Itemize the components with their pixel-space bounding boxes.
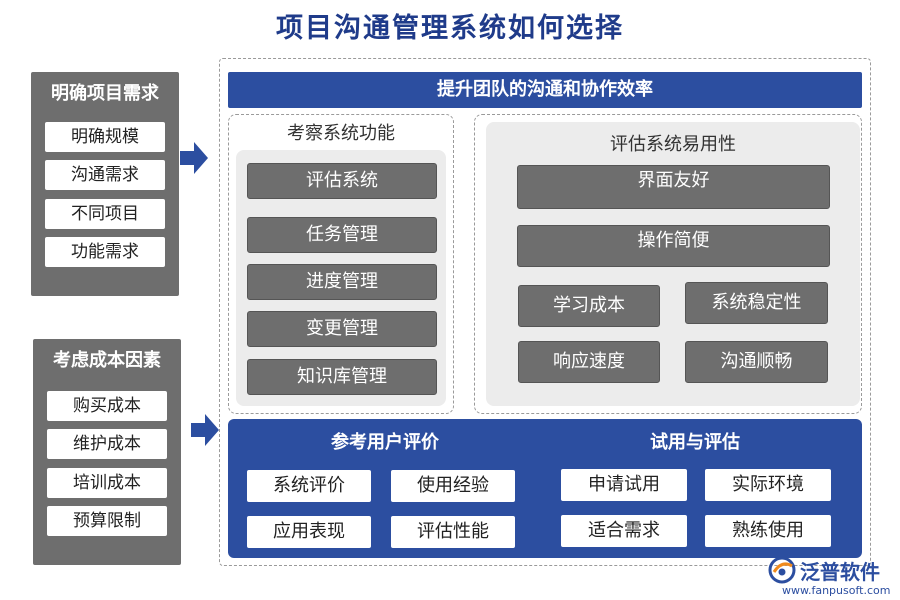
cost-factors-panel: 考虑成本因素 购买成本 维护成本 培训成本 预算限制 bbox=[33, 339, 181, 565]
trial-item: 适合需求 bbox=[561, 515, 687, 547]
logo-url: www.fanpusoft.com bbox=[782, 584, 891, 597]
arrow-right-icon bbox=[180, 142, 208, 174]
requirement-item: 不同项目 bbox=[45, 199, 165, 229]
system-functions-box bbox=[228, 114, 454, 414]
usability-item: 操作简便 bbox=[517, 225, 830, 267]
function-item: 任务管理 bbox=[247, 217, 437, 253]
function-item: 进度管理 bbox=[247, 264, 437, 300]
usability-item: 界面友好 bbox=[517, 165, 830, 209]
review-item: 系统评价 bbox=[247, 470, 371, 502]
system-functions-heading: 考察系统功能 bbox=[287, 123, 395, 144]
usability-item: 系统稳定性 bbox=[685, 282, 828, 324]
trial-item: 熟练使用 bbox=[705, 515, 831, 547]
cost-factors-heading: 考虑成本因素 bbox=[53, 350, 161, 371]
project-requirements-panel: 明确项目需求 明确规模 沟通需求 不同项目 功能需求 bbox=[31, 72, 179, 296]
trial-item: 实际环境 bbox=[705, 469, 831, 501]
requirement-item: 功能需求 bbox=[45, 237, 165, 267]
usability-item: 学习成本 bbox=[518, 285, 660, 327]
user-reviews-heading: 参考用户评价 bbox=[331, 432, 439, 453]
requirement-item: 沟通需求 bbox=[45, 160, 165, 190]
function-item: 知识库管理 bbox=[247, 359, 437, 395]
function-item: 评估系统 bbox=[247, 163, 437, 199]
function-item: 变更管理 bbox=[247, 311, 437, 347]
cost-item: 维护成本 bbox=[47, 429, 167, 459]
review-item: 应用表现 bbox=[247, 516, 371, 548]
arrow-right-icon bbox=[191, 414, 219, 446]
usability-item: 沟通顺畅 bbox=[685, 341, 828, 383]
fanpu-logo-icon bbox=[768, 556, 796, 584]
usability-heading: 评估系统易用性 bbox=[610, 134, 736, 155]
main-container bbox=[219, 58, 871, 566]
project-requirements-heading: 明确项目需求 bbox=[51, 83, 159, 104]
review-item: 评估性能 bbox=[391, 516, 515, 548]
trial-item: 申请试用 bbox=[561, 469, 687, 501]
cost-item: 预算限制 bbox=[47, 506, 167, 536]
trial-evaluation-heading: 试用与评估 bbox=[650, 432, 740, 453]
cost-item: 购买成本 bbox=[47, 391, 167, 421]
page-title: 项目沟通管理系统如何选择 bbox=[276, 13, 624, 44]
usability-box bbox=[474, 114, 862, 414]
logo-name: 泛普软件 bbox=[800, 560, 880, 584]
cost-item: 培训成本 bbox=[47, 468, 167, 498]
requirement-item: 明确规模 bbox=[45, 122, 165, 152]
team-efficiency-banner: 提升团队的沟通和协作效率 bbox=[228, 72, 862, 108]
usability-item: 响应速度 bbox=[518, 341, 660, 383]
review-item: 使用经验 bbox=[391, 470, 515, 502]
